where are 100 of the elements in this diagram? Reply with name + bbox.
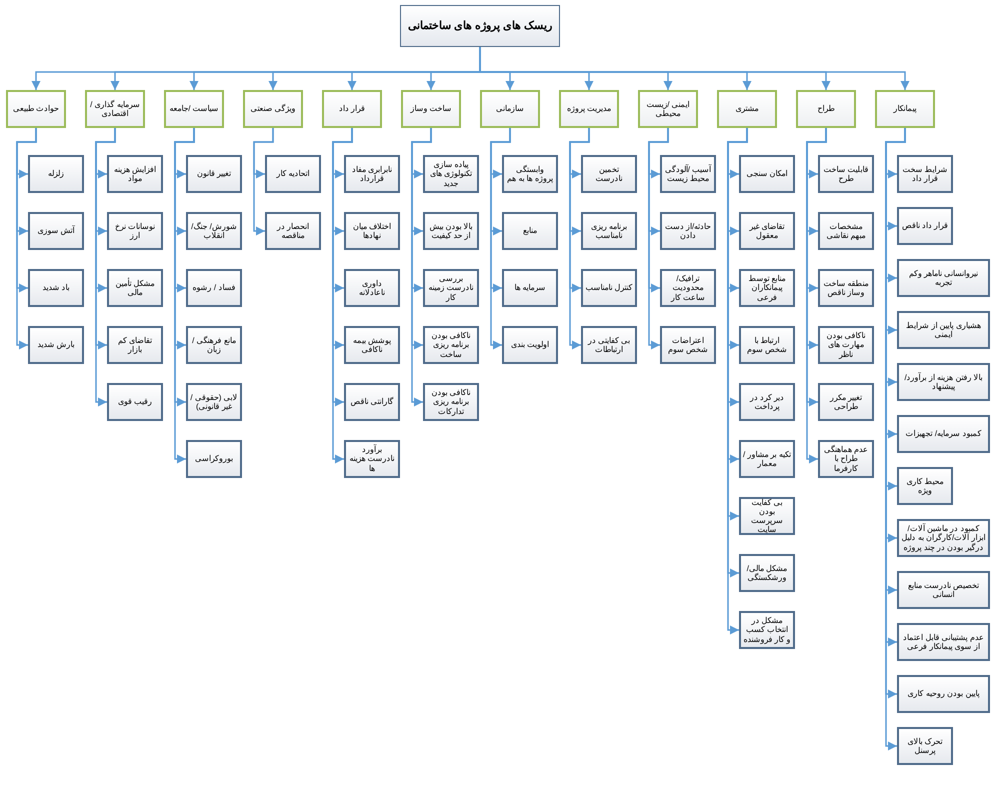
box-label: بررسی نادرست زمینه کار bbox=[427, 274, 475, 302]
box-label: شورش/ جنگ/ انقلاب bbox=[190, 222, 238, 240]
risk-box bbox=[186, 383, 242, 421]
box-label: پایین بودن روحیه کاری bbox=[908, 689, 980, 699]
box-label: منابع bbox=[523, 226, 537, 236]
risk-box bbox=[897, 207, 953, 245]
risk-box bbox=[818, 326, 874, 364]
box-label: ارتباط با شخص سوم bbox=[746, 336, 788, 354]
risk-box bbox=[818, 155, 874, 193]
risk-box bbox=[739, 611, 795, 649]
risk-box bbox=[186, 326, 242, 364]
box-label: ترافیک/ محدودیت ساعت کار bbox=[670, 274, 706, 302]
box-label: داوری ناعادلانه bbox=[358, 278, 386, 298]
box-label: کمبود در ماشین آلات/ ابزار آلات/کارگران به دلیل درگیر بودن در چند پروژه bbox=[901, 524, 986, 552]
category-box bbox=[796, 90, 856, 128]
box-label: ریسک های پروژه های ساختمانی bbox=[408, 20, 552, 32]
risk-box bbox=[897, 311, 990, 349]
risk-box bbox=[581, 269, 637, 307]
box-label: افزایش هزینه مواد bbox=[112, 164, 158, 184]
category-box bbox=[6, 90, 66, 128]
box-label: ناکافی بودن برنامه ریزی تدارکات bbox=[430, 388, 472, 416]
box-label: بی کفایت بودن سرپرست سایت bbox=[750, 498, 784, 534]
box-label: تقاضای غیر معقول bbox=[748, 222, 786, 240]
category-box bbox=[559, 90, 619, 128]
box-label: بوروکراسی bbox=[195, 454, 233, 464]
box-label: برآورد نادرست هزینه ها bbox=[348, 445, 396, 473]
risk-box bbox=[660, 212, 716, 250]
box-label: سیاست /جامعه bbox=[169, 104, 219, 114]
risk-box bbox=[344, 155, 400, 193]
risk-box bbox=[186, 155, 242, 193]
arrow bbox=[95, 128, 116, 406]
risk-box bbox=[107, 326, 163, 364]
box-label: ساخت وساز bbox=[410, 104, 452, 114]
risk-box bbox=[818, 212, 874, 250]
category-box bbox=[638, 90, 698, 128]
risk-box bbox=[423, 155, 479, 193]
risk-box bbox=[739, 326, 795, 364]
box-label: هشیاری پایین از شرایط ایمنی bbox=[905, 320, 982, 340]
risk-box bbox=[107, 269, 163, 307]
box-label: امکان سنجی bbox=[746, 169, 788, 179]
box-label: اولویت بندی bbox=[510, 340, 550, 350]
box-label: بالا بودن بیش از حد کیفیت bbox=[428, 222, 474, 240]
risk-box bbox=[502, 155, 558, 193]
arrow bbox=[411, 128, 432, 406]
box-label: قرار داد bbox=[338, 104, 366, 114]
risk-box bbox=[660, 326, 716, 364]
risk-box bbox=[502, 326, 558, 364]
box-label: مشکل در انتخاب کسب و کار فروشنده bbox=[743, 616, 791, 644]
risk-box bbox=[897, 571, 990, 609]
risk-box bbox=[502, 212, 558, 250]
risk-box bbox=[265, 155, 321, 193]
category-box bbox=[717, 90, 777, 128]
box-label: بالا رفتن هزینه از برآورد/ پیشنهاد bbox=[903, 372, 984, 392]
box-label: پیاده سازی تکنولوژی های جدید bbox=[428, 160, 474, 188]
category-box bbox=[401, 90, 461, 128]
risk-box bbox=[28, 155, 84, 193]
risk-box bbox=[897, 623, 990, 661]
risk-box bbox=[897, 259, 990, 297]
box-label: تقاضای کم بازار bbox=[116, 336, 154, 354]
arrow bbox=[174, 128, 195, 464]
risk-box bbox=[344, 326, 400, 364]
category-box bbox=[480, 90, 540, 128]
arrow bbox=[806, 128, 827, 464]
box-label: فساد / رشوه bbox=[192, 283, 236, 293]
category-box bbox=[164, 90, 224, 128]
category-box bbox=[243, 90, 303, 128]
box-label: بارش شدید bbox=[37, 340, 75, 350]
box-label: اعتراضات شخص سوم bbox=[666, 336, 710, 354]
risk-box bbox=[897, 363, 990, 401]
risk-box bbox=[818, 269, 874, 307]
box-label: تحرک بالای پرسنل bbox=[906, 736, 944, 756]
box-label: مشتری bbox=[736, 104, 758, 114]
risk-box bbox=[739, 554, 795, 592]
box-label: سرمایه ها bbox=[514, 283, 546, 293]
risk-box bbox=[818, 440, 874, 478]
arrow bbox=[490, 128, 511, 350]
arrow bbox=[253, 128, 274, 236]
risk-box bbox=[265, 212, 321, 250]
box-label: لابی (حقوقی / غیر قانونی) bbox=[190, 392, 238, 412]
box-label: پیمانکار bbox=[894, 104, 916, 114]
risk-box bbox=[107, 383, 163, 421]
risk-box bbox=[344, 269, 400, 307]
arrow bbox=[16, 128, 37, 350]
box-label: گارانتی ناقص bbox=[350, 397, 394, 407]
box-label: اتحادیه کار bbox=[276, 169, 310, 179]
risk-box bbox=[660, 155, 716, 193]
risk-box bbox=[897, 415, 990, 453]
box-label: آتش سوزی bbox=[37, 226, 75, 236]
box-label: وابستگی پروژه ها به هم bbox=[506, 164, 554, 184]
box-label: زلزله bbox=[48, 169, 64, 179]
box-label: مشکل مالی/ ورشکستگی bbox=[746, 564, 788, 582]
risk-box bbox=[423, 212, 479, 250]
category-box bbox=[322, 90, 382, 128]
box-label: عدم پشتیبانی قابل اعتماد از سوی پیمانکار فرعی bbox=[902, 632, 985, 652]
risk-box bbox=[107, 155, 163, 193]
box-label: ایمنی /زیست محیطی bbox=[645, 100, 691, 118]
box-label: ویژگی صنعتی bbox=[250, 104, 296, 114]
risk-box bbox=[28, 326, 84, 364]
box-label: سازمانی bbox=[496, 104, 524, 114]
box-label: شرایط سخت قرار داد bbox=[901, 164, 949, 184]
